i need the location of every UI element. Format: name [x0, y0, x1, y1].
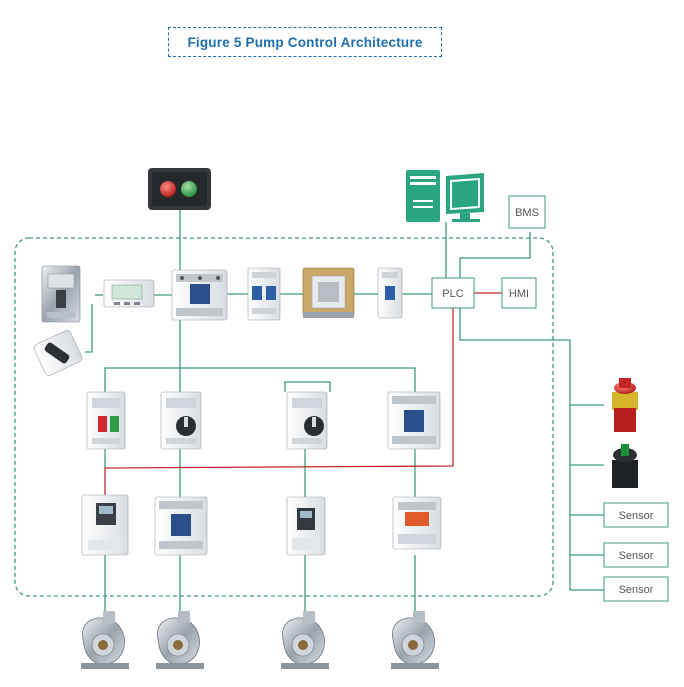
bms-label: BMS: [515, 207, 539, 219]
sensor-box-1: Sensor: [603, 502, 669, 528]
single-mcb-icon: [377, 267, 403, 319]
pump-icon-3: [281, 611, 329, 669]
mcb-icon: [247, 267, 281, 321]
hmi-box: HMI: [501, 277, 537, 309]
emergency-stop-icon: [612, 378, 638, 432]
pump-icon: [81, 611, 129, 669]
sensor-label-3: Sensor: [619, 584, 654, 596]
sensor-label-2: Sensor: [619, 550, 654, 562]
thermal-relay-icon: [392, 496, 442, 550]
vfd-icon-2: [286, 496, 326, 556]
bms-box: BMS: [508, 195, 546, 229]
motor-starter-icon: [86, 391, 126, 450]
contactor-icon-3: [154, 496, 208, 556]
selector-switch-icon: [612, 444, 638, 488]
plc-label: PLC: [442, 288, 463, 300]
pump-icon-4: [391, 611, 439, 669]
plc-box: PLC: [431, 277, 475, 309]
vfd-icon: [81, 494, 129, 556]
green-wiring: [85, 210, 604, 615]
hmi-label: HMI: [509, 288, 529, 300]
push-button-station-icon: [148, 168, 211, 210]
transformer-icon: [302, 267, 355, 318]
control-panel-enclosure: [14, 237, 554, 597]
motor-starter-icon-2: [160, 391, 202, 450]
computer-icon: [406, 170, 484, 222]
mccb-icon: [41, 265, 81, 323]
contactor-icon-2: [387, 391, 441, 450]
sensor-box-3: Sensor: [603, 576, 669, 602]
red-wiring: [104, 292, 502, 497]
contactor-icon: [171, 269, 228, 321]
pump-icon-2: [156, 611, 204, 669]
sensor-box-2: Sensor: [603, 542, 669, 568]
motor-starter-icon-3: [286, 391, 328, 450]
power-meter-icon: [103, 279, 155, 308]
sensor-label-1: Sensor: [619, 510, 654, 522]
figure-title: Figure 5 Pump Control Architecture: [168, 27, 442, 57]
rotary-isolator-icon: [33, 330, 83, 376]
